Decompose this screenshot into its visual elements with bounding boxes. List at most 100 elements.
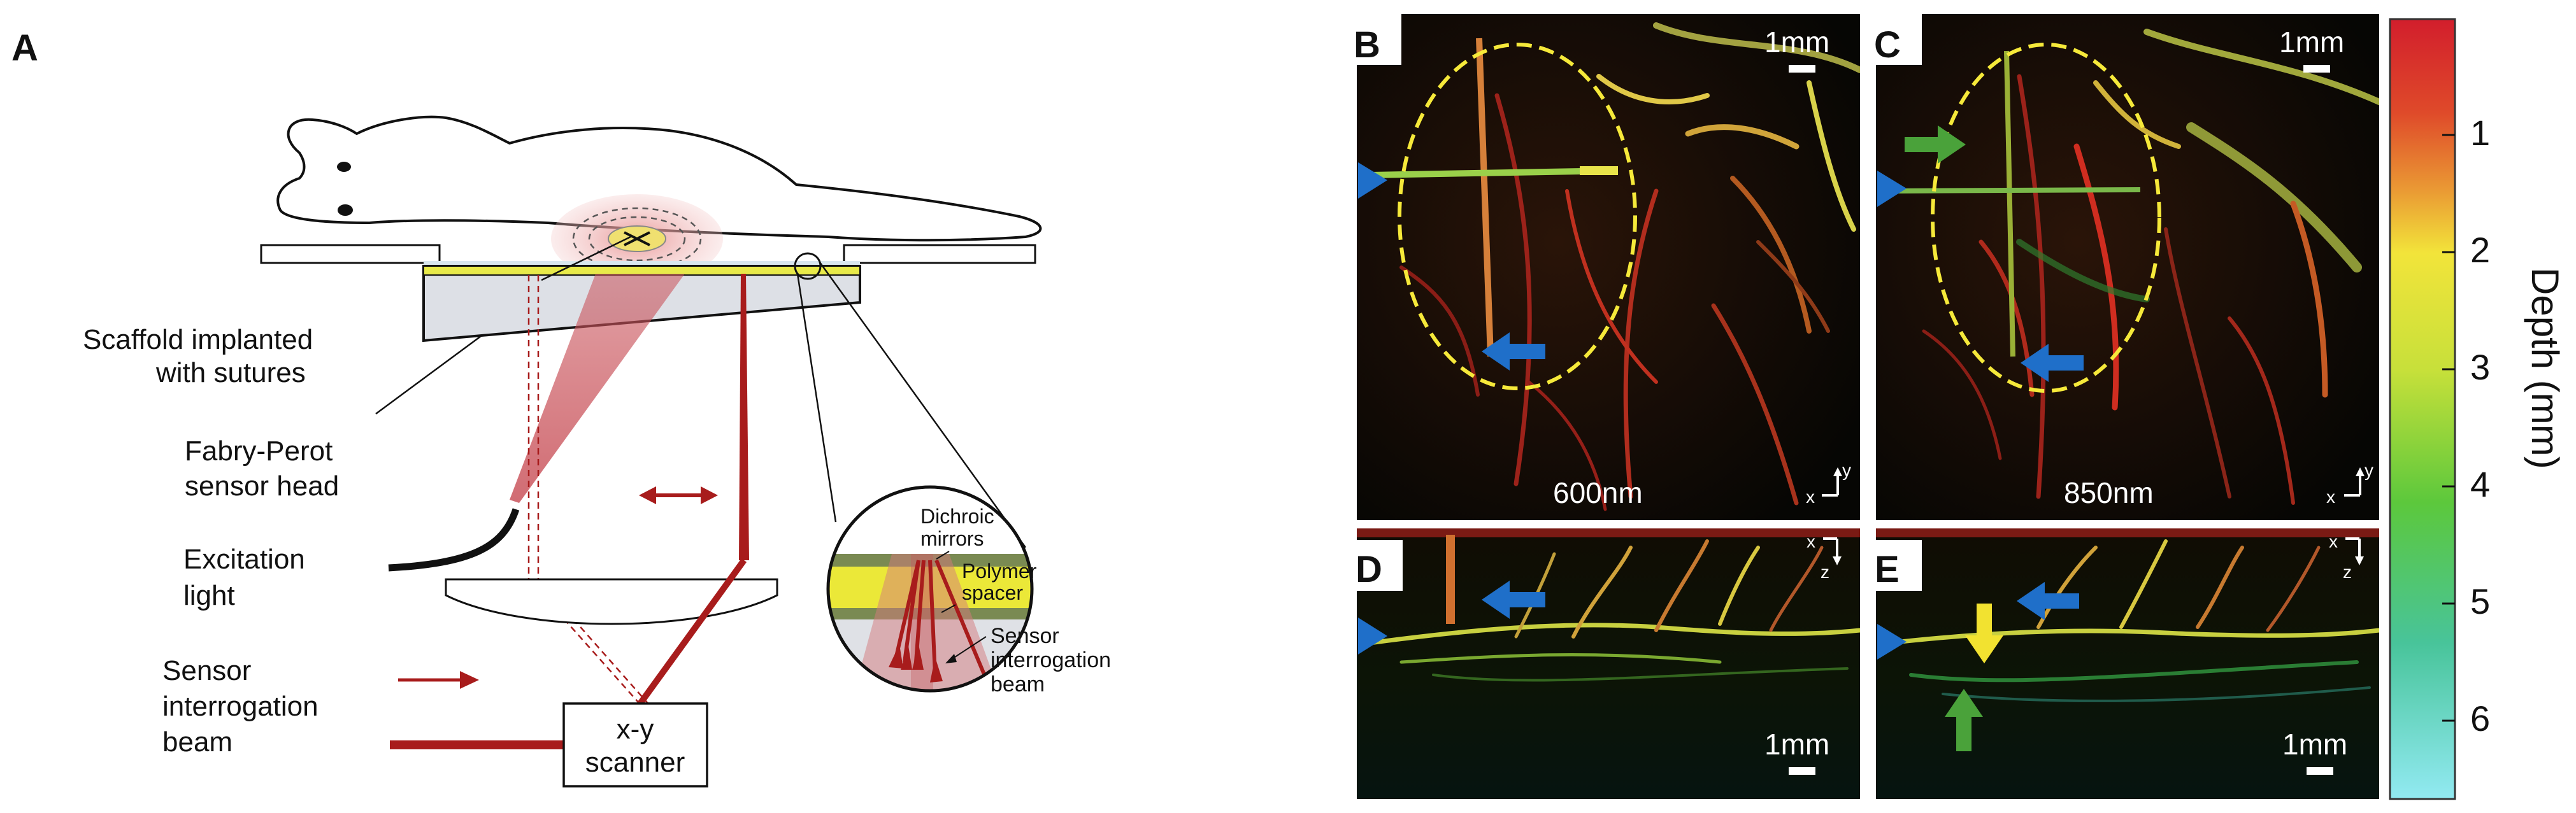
b-axis-y: y [1842,460,1851,480]
mouse-outline [276,115,1042,242]
b-scalebar-label: 1mm [1764,25,1829,59]
c-scalebar [2303,65,2330,73]
b-axis-icon: x y [1806,460,1851,507]
panel-letter-c: C [1874,24,1901,66]
colorbar-title: Depth (mm) [2524,267,2566,469]
scan-arrow-right-head [701,486,718,504]
depth-colorbar [2389,18,2456,800]
input-direction-arrow-head [460,671,479,689]
d-axis-icon: x z [1807,532,1842,582]
interrogation-label-1: Sensor [162,655,251,686]
mouse-eye [337,162,351,172]
e-axis-icon: x z [2329,532,2364,582]
scanner-label-1: x-y [617,714,654,745]
inset-beam-leader [948,636,987,661]
c-blue-arrow [2021,344,2084,382]
panel-letter-d: D [1356,549,1382,590]
spacer-label-2: spacer [962,581,1023,604]
excitation-fiber [388,508,520,572]
excitation-cone [510,274,685,503]
d-blue-arrow [1482,581,1545,619]
e-scalebar-label: 1mm [2282,728,2347,761]
b-blue-arrow [1482,332,1545,371]
b-scaffold-ellipse [1398,43,1637,390]
scaffold-label-1: Scaffold implanted [83,324,313,355]
c-axis-x: x [2326,487,2335,507]
mirrors-label-1: Dichroic [920,505,994,528]
panel-b-image [1357,14,1860,520]
panel-letter-e: E [1875,549,1900,590]
excitation-label-1: Excitation [183,544,305,575]
interrogation-label-2: interrogation [162,691,318,722]
c-blue-arrowhead [1877,171,1907,207]
spacer-label-1: Polymer [962,560,1037,583]
d-scalebar-label: 1mm [1764,728,1829,761]
scan-arrow-left-head [639,486,656,504]
scaffold-leader [541,236,631,281]
c-needle [2004,50,2015,357]
scanner-label-2: scanner [585,747,685,778]
d-axis-z: z [1821,562,1829,582]
sensor-leader [375,335,482,415]
e-blue-arrow [2017,582,2079,620]
sensor-head-label-2: sensor head [185,470,339,502]
suture-mark [624,231,650,246]
c-axis-icon: x y [2326,460,2373,507]
b-horizontal-suture [1369,167,1619,178]
panel-e-image [1876,528,2379,799]
interrogation-label-3: beam [162,726,233,758]
panel-c-image [1876,14,2379,520]
panel-letter-a: A [11,27,38,69]
c-scaffold-ellipse [1931,43,2161,393]
e-axis-z: z [2343,562,2352,582]
b-wavelength-label: 600nm [1553,476,1643,509]
mirrors-leader [936,551,950,560]
d-scalebar [1789,767,1815,775]
platform-left-plate [260,244,441,264]
e-yellow-arrow [1965,604,2003,663]
colorbar-tick-5: 5 [2470,581,2490,621]
e-letter-bg [1871,540,1922,591]
e-scalebar [2307,767,2333,775]
inset-beam-label-2: interrogation [991,648,1111,672]
b-letter-bg [1350,14,1401,65]
inset-magnification [826,485,1034,693]
c-wavelength-label: 850nm [2064,476,2154,509]
b-blue-arrowhead [1358,162,1387,199]
colorbar-tick-6: 6 [2470,698,2490,739]
inset-beam-leader-head [945,654,957,663]
colorbar-tick-4: 4 [2470,464,2490,504]
scan-lens [445,578,778,625]
scaffold-label-2: with sutures [155,357,306,388]
interrogation-beam-diagonal [634,558,747,710]
excitation-label-2: light [183,580,235,611]
e-green-arrow [1945,689,1983,751]
colorbar-ticks [2442,134,2455,722]
implant-ring-2 [588,216,686,262]
zoom-source-circle [794,252,822,280]
c-horizontal-suture [1885,187,2141,194]
inset-beam-label-3: beam [991,672,1045,696]
e-axis-x: x [2329,532,2338,551]
b-axis-x: x [1806,487,1815,507]
colorbar-tick-3: 3 [2470,347,2490,387]
colorbar-tick-2: 2 [2470,230,2490,270]
xy-scanner-box [562,702,708,788]
platform-right-plate [843,244,1036,264]
panel-letter-b: B [1354,24,1380,66]
mouse-nostril [338,204,353,216]
d-axis-x: x [1807,532,1815,551]
e-blue-arrowhead [1877,624,1907,660]
c-scalebar-label: 1mm [2279,25,2344,59]
c-letter-bg [1871,14,1922,65]
c-axis-y: y [2365,460,2373,480]
zoom-line-left [796,273,837,523]
d-letter-bg [1352,540,1403,591]
b-scalebar [1789,65,1815,73]
inset-beam-label-1: Sensor [991,624,1059,648]
c-green-arrow [1905,125,1966,164]
zoom-line-right [819,262,1027,548]
colorbar-tick-1: 1 [2470,113,2490,153]
d-blue-arrowhead [1358,618,1387,654]
